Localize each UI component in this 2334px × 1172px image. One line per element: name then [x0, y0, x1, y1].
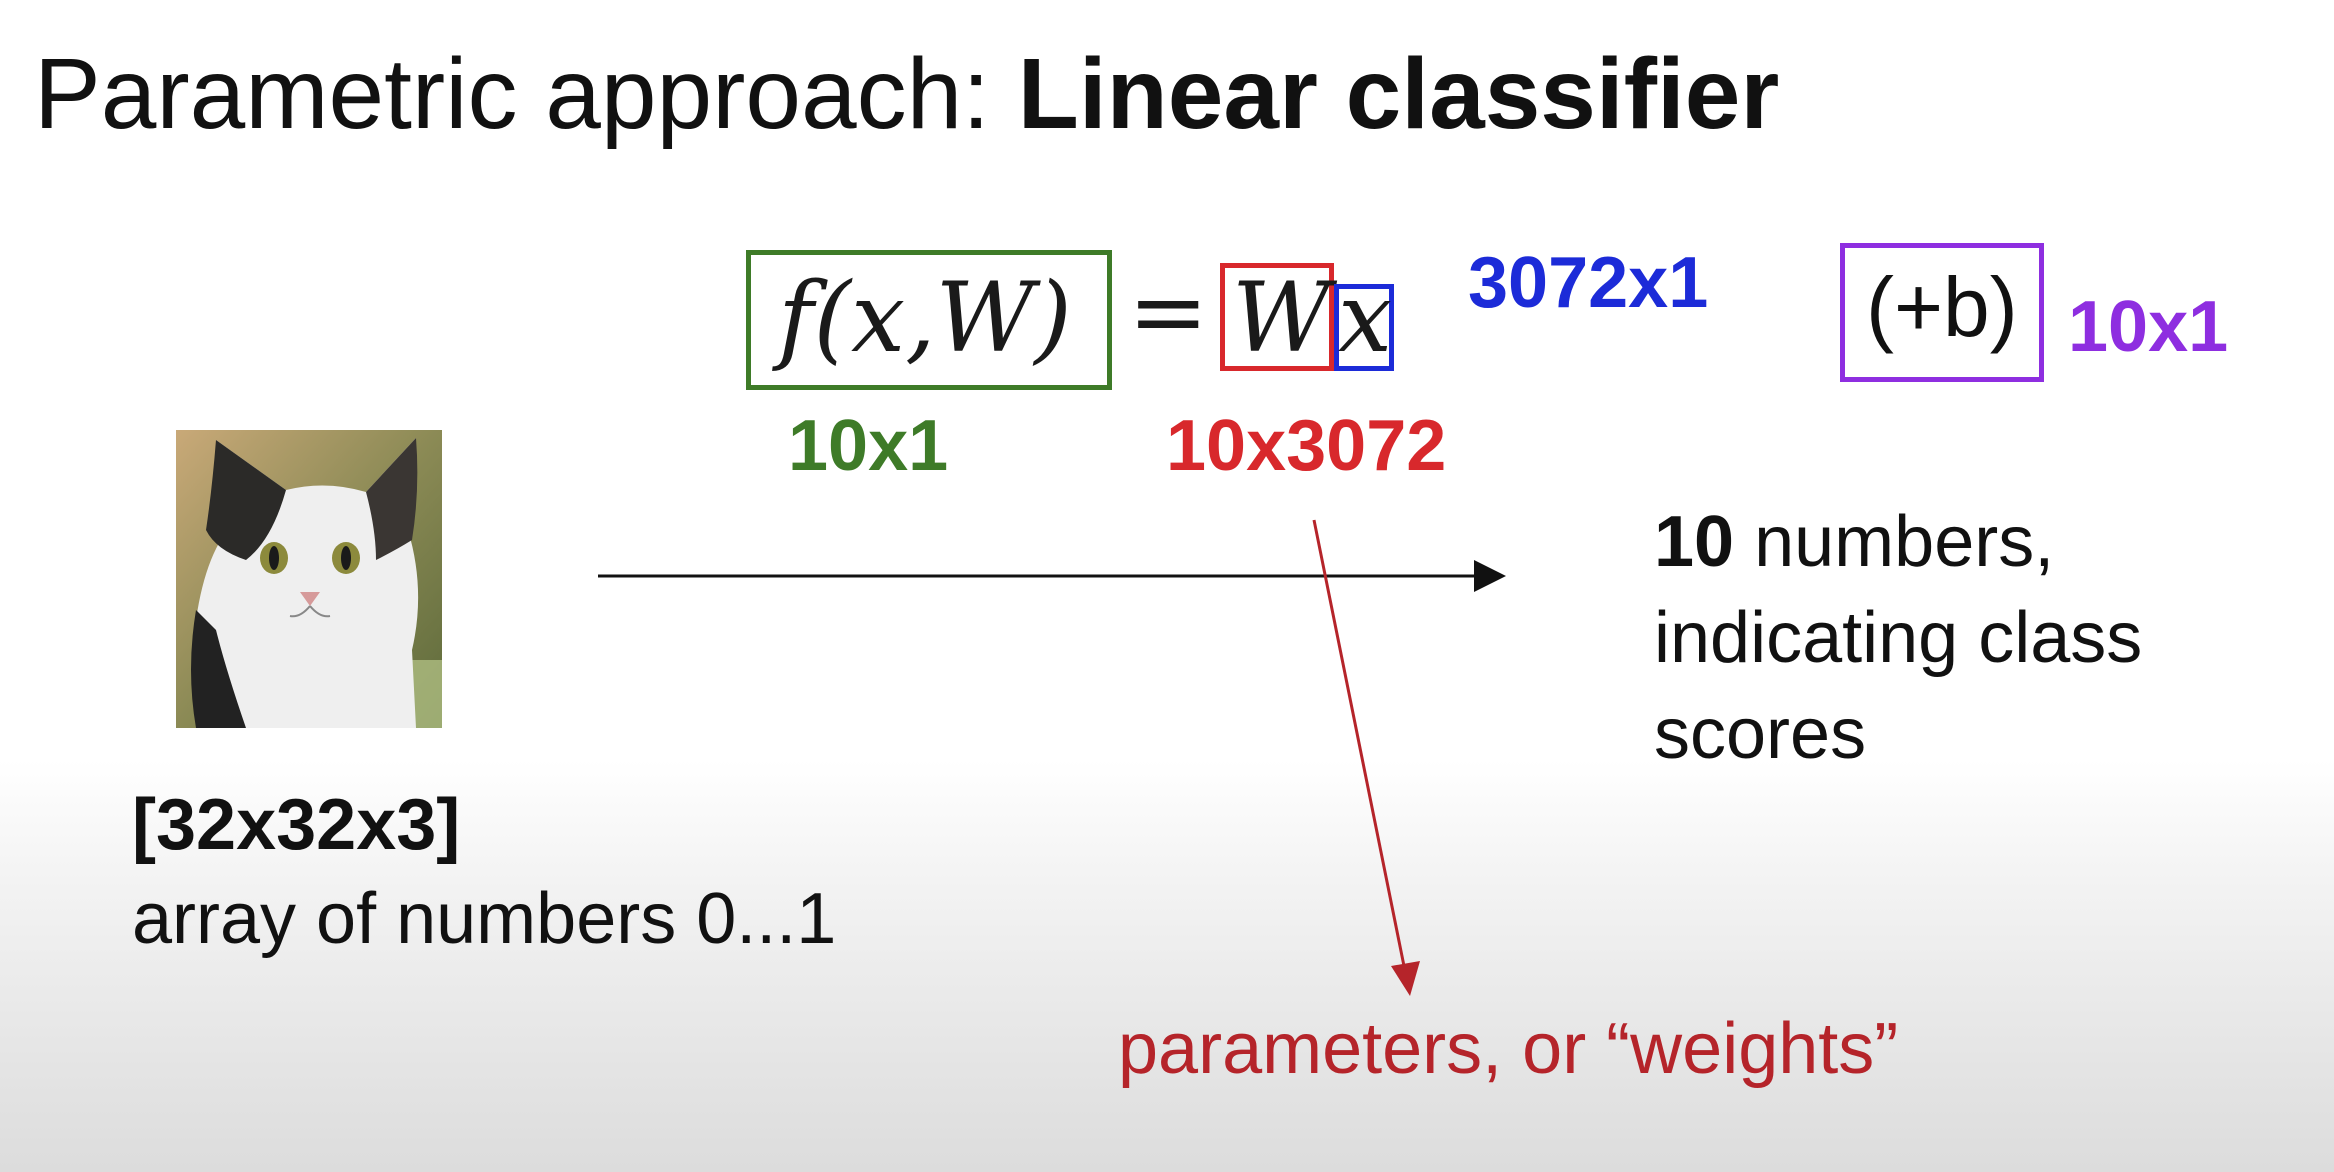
input-to-output-arrowhead: [1474, 560, 1506, 592]
weights-arrow-line: [1314, 520, 1404, 966]
weights-arrowhead: [1391, 961, 1420, 996]
